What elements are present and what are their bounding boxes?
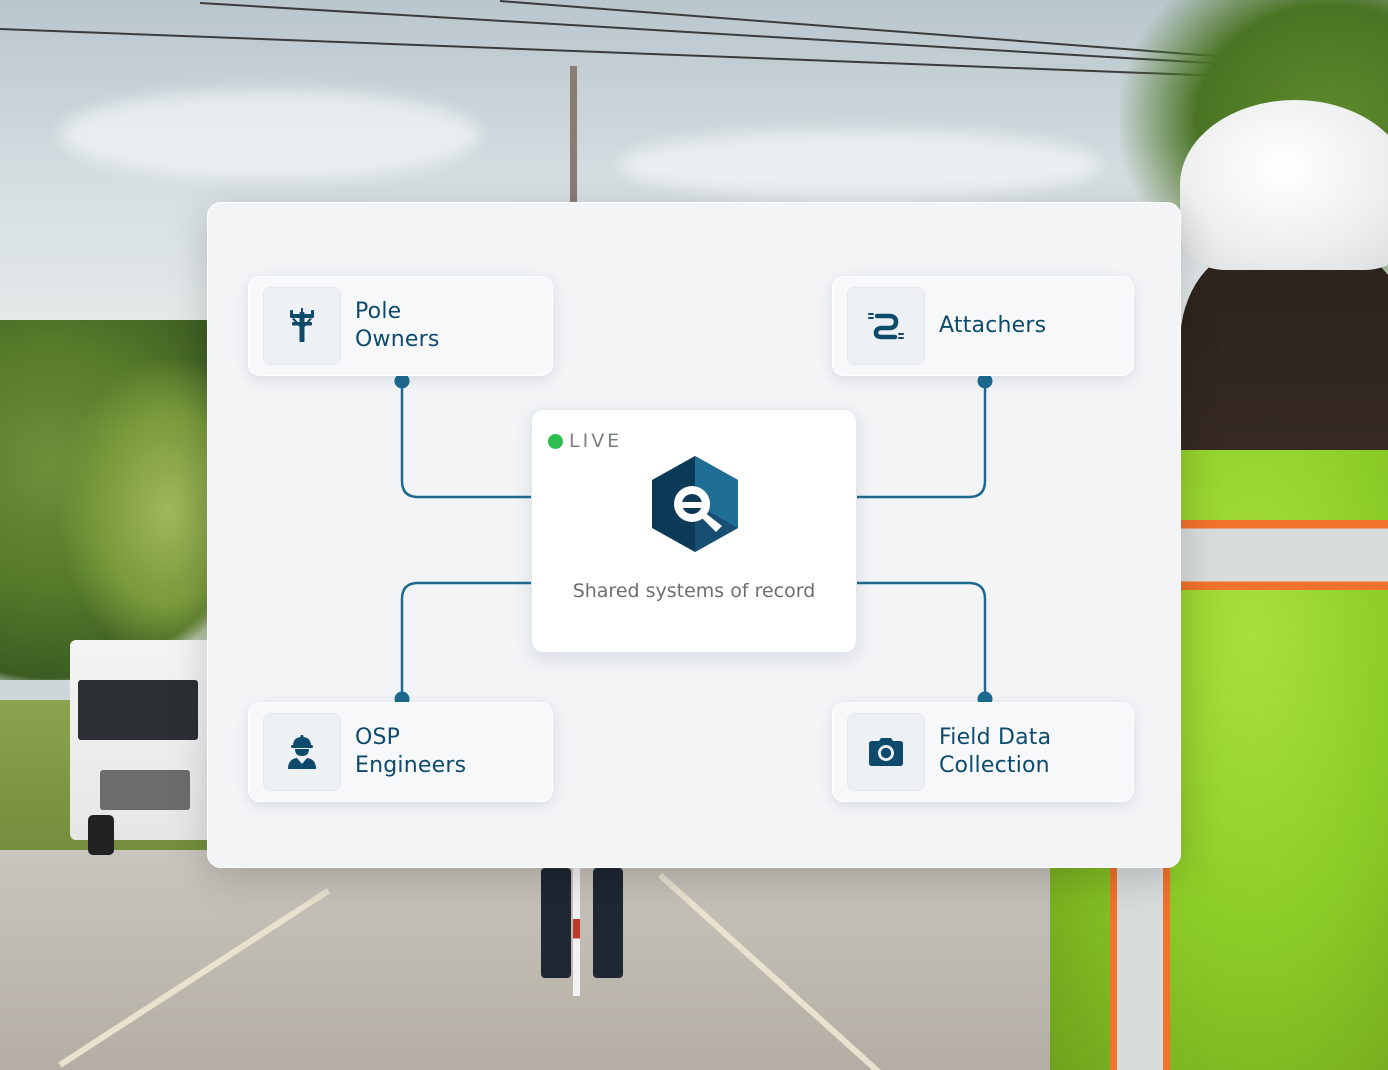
node-attachers: Attachers (832, 276, 1134, 376)
node-label: Attachers (939, 313, 1047, 338)
node-pole-owners: Pole Owners (248, 276, 553, 376)
node-icon-box (263, 287, 341, 365)
node-field-data-collection: Field Data Collection (832, 702, 1134, 802)
live-indicator: LIVE (548, 430, 622, 452)
node-label: Field Data Collection (939, 725, 1052, 778)
leg (593, 868, 623, 978)
node-icon-box (263, 713, 341, 791)
survey-rod (573, 868, 580, 996)
live-status-dot (548, 433, 563, 449)
hard-hat (1180, 100, 1388, 270)
node-label: Pole Owners (355, 299, 440, 352)
cable-attach-icon (868, 313, 904, 340)
delivery-truck (70, 640, 220, 855)
truck-grille (100, 770, 190, 810)
node-icon-box (847, 287, 925, 365)
leg (541, 868, 571, 978)
node-icon-box (847, 713, 925, 791)
distant-pole (570, 66, 577, 206)
live-status-text: LIVE (569, 430, 623, 452)
center-hub: LIVE Shared systems of record (531, 409, 857, 653)
hexagon-search-logo (652, 456, 738, 552)
center-caption: Shared systems of record (572, 580, 816, 602)
engineer-hardhat-icon (288, 735, 316, 769)
camera-icon (869, 738, 903, 766)
truck-wheel (88, 815, 114, 855)
surveyor-legs (535, 868, 625, 988)
node-label: OSP Engineers (355, 725, 467, 778)
node-osp-engineers: OSP Engineers (248, 702, 553, 802)
cloud (60, 90, 480, 180)
truck-window (78, 680, 198, 740)
cloud (620, 130, 1100, 200)
utility-pole-icon (290, 308, 314, 342)
